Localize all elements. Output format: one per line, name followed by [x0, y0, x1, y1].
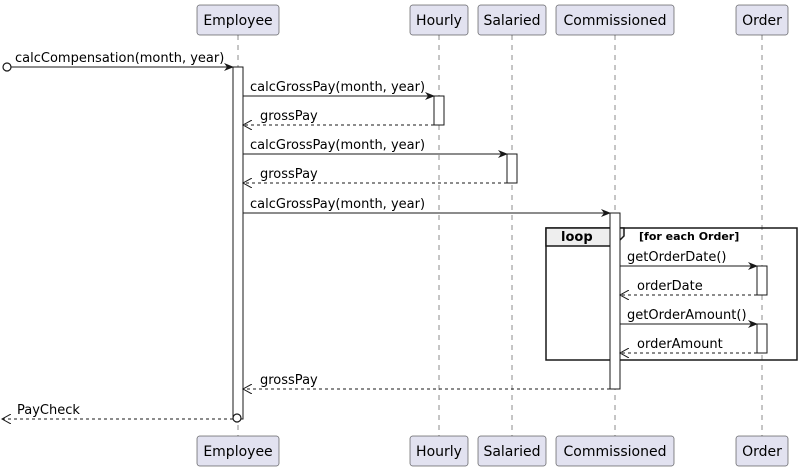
participant-label: Order	[742, 13, 782, 29]
participant-hourly-foot: Hourly	[409, 435, 469, 467]
participant-box	[555, 4, 675, 36]
participant-employee-head: Employee	[196, 4, 280, 36]
message-label: calcGrossPay(month, year)	[250, 138, 425, 153]
participant-label: Hourly	[416, 13, 462, 29]
message-label: calcGrossPay(month, year)	[250, 80, 425, 95]
participant-label: Employee	[203, 13, 272, 29]
participant-order-head: Order	[735, 4, 789, 36]
message-0: calcCompensation(month, year)	[2, 51, 234, 72]
message-7: orderDate	[620, 279, 757, 295]
message-label: calcGrossPay(month, year)	[250, 197, 425, 212]
activation-bars	[232, 66, 768, 420]
loop-condition: [for each Order]	[639, 230, 739, 243]
message-9: orderAmount	[620, 337, 757, 353]
message-label: orderDate	[637, 279, 703, 294]
message-1: calcGrossPay(month, year)	[243, 80, 435, 100]
message-label: grossPay	[260, 167, 318, 182]
message-11: PayCheck	[2, 403, 242, 423]
found-message-start	[2, 62, 12, 72]
participant-employee-foot: Employee	[196, 435, 280, 467]
activation-order	[756, 323, 768, 354]
participant-hourly-head: Hourly	[409, 4, 469, 36]
message-label: getOrderAmount()	[627, 308, 747, 323]
participant-label: Hourly	[416, 444, 462, 460]
participant-box	[196, 435, 280, 467]
activation-employee	[232, 66, 244, 420]
message-10: grossPay	[243, 373, 610, 389]
message-label: PayCheck	[17, 403, 80, 418]
participant-box	[735, 435, 789, 467]
message-6: getOrderDate()	[620, 250, 758, 270]
participant-label: Commissioned	[564, 13, 667, 29]
participant-label: Employee	[203, 444, 272, 460]
participant-box	[409, 435, 469, 467]
message-label: orderAmount	[637, 337, 723, 352]
message-4: grossPay	[243, 167, 507, 183]
loop-fragment: loop [for each Order]	[545, 227, 798, 361]
participant-commissioned-head: Commissioned	[555, 4, 675, 36]
message-label: getOrderDate()	[627, 250, 727, 265]
participant-box	[196, 4, 280, 36]
loop-frame	[545, 227, 798, 361]
message-3: calcGrossPay(month, year)	[243, 138, 508, 158]
activation-hourly	[433, 95, 445, 126]
activation-order	[756, 265, 768, 296]
participant-salaried-foot: Salaried	[477, 435, 547, 467]
message-5: calcGrossPay(month, year)	[243, 197, 611, 217]
participant-label: Salaried	[483, 444, 540, 460]
participant-label: Commissioned	[564, 444, 667, 460]
message-8: getOrderAmount()	[620, 308, 758, 328]
participant-order-foot: Order	[735, 435, 789, 467]
messages: calcCompensation(month, year) calcGrossPa…	[2, 51, 758, 423]
participant-salaried-head: Salaried	[477, 4, 547, 36]
activation-commissioned	[609, 212, 621, 390]
loop-keyword: loop	[561, 230, 593, 245]
participant-box	[409, 4, 469, 36]
participant-box	[555, 435, 675, 467]
participant-label: Salaried	[483, 13, 540, 29]
message-2: grossPay	[243, 109, 434, 125]
participants: EmployeeEmployeeHourlyHourlySalariedSala…	[196, 4, 789, 467]
participant-commissioned-foot: Commissioned	[555, 435, 675, 467]
participant-label: Order	[742, 444, 782, 460]
message-label: grossPay	[260, 373, 318, 388]
participant-box	[477, 4, 547, 36]
activation-salaried	[506, 153, 518, 184]
message-label: calcCompensation(month, year)	[15, 51, 224, 66]
message-label: grossPay	[260, 109, 318, 124]
participant-box	[477, 435, 547, 467]
participant-box	[735, 4, 789, 36]
lost-message-end	[232, 413, 242, 423]
